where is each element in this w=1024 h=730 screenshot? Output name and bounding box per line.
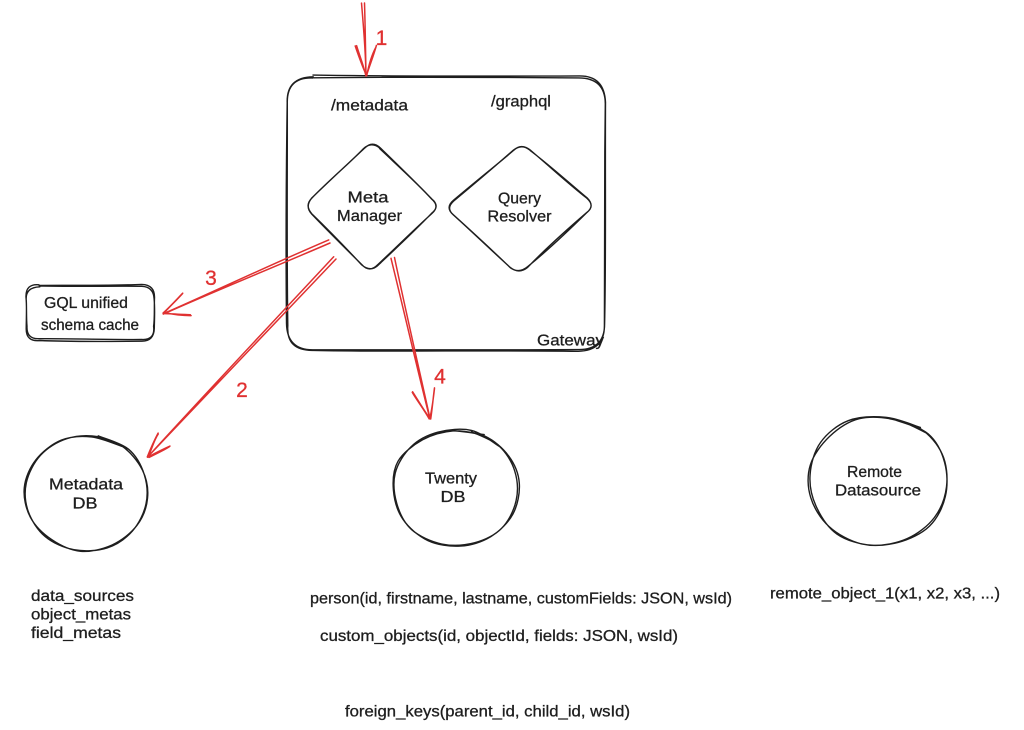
svg-text:Resolver: Resolver (488, 209, 553, 226)
svg-text:DB: DB (441, 489, 466, 506)
svg-text:DB: DB (73, 496, 98, 513)
svg-text:custom_objects(id, objectId, f: custom_objects(id, objectId, fields: JSO… (320, 628, 678, 645)
svg-text:Datasource: Datasource (835, 483, 921, 500)
svg-text:Query: Query (498, 191, 541, 208)
svg-text:remote_object_1(x1, x2, x3, ..: remote_object_1(x1, x2, x3, ...) (770, 586, 1000, 603)
svg-text:GQL unified: GQL unified (44, 295, 128, 312)
svg-text:2: 2 (236, 379, 248, 402)
svg-text:object_metas: object_metas (31, 607, 131, 624)
svg-text:Manager: Manager (337, 208, 403, 225)
svg-text:Gateway: Gateway (537, 333, 604, 350)
svg-text:field_metas: field_metas (31, 625, 121, 642)
svg-text:/metadata: /metadata (331, 98, 408, 115)
svg-text:data_sources: data_sources (31, 588, 134, 605)
svg-text:4: 4 (434, 366, 446, 389)
svg-text:person(id, firstname, lastname: person(id, firstname, lastname, customFi… (310, 591, 732, 608)
svg-text:Twenty: Twenty (425, 471, 477, 488)
svg-text:foreign_keys(parent_id, child_: foreign_keys(parent_id, child_id, wsId) (345, 704, 630, 721)
svg-text:Meta: Meta (348, 190, 389, 207)
svg-text:Remote: Remote (847, 464, 902, 481)
svg-text:1: 1 (376, 27, 388, 50)
svg-text:/graphql: /graphql (491, 94, 551, 111)
svg-text:schema cache: schema cache (41, 317, 139, 334)
svg-text:3: 3 (205, 267, 217, 290)
svg-text:Metadata: Metadata (49, 477, 123, 494)
